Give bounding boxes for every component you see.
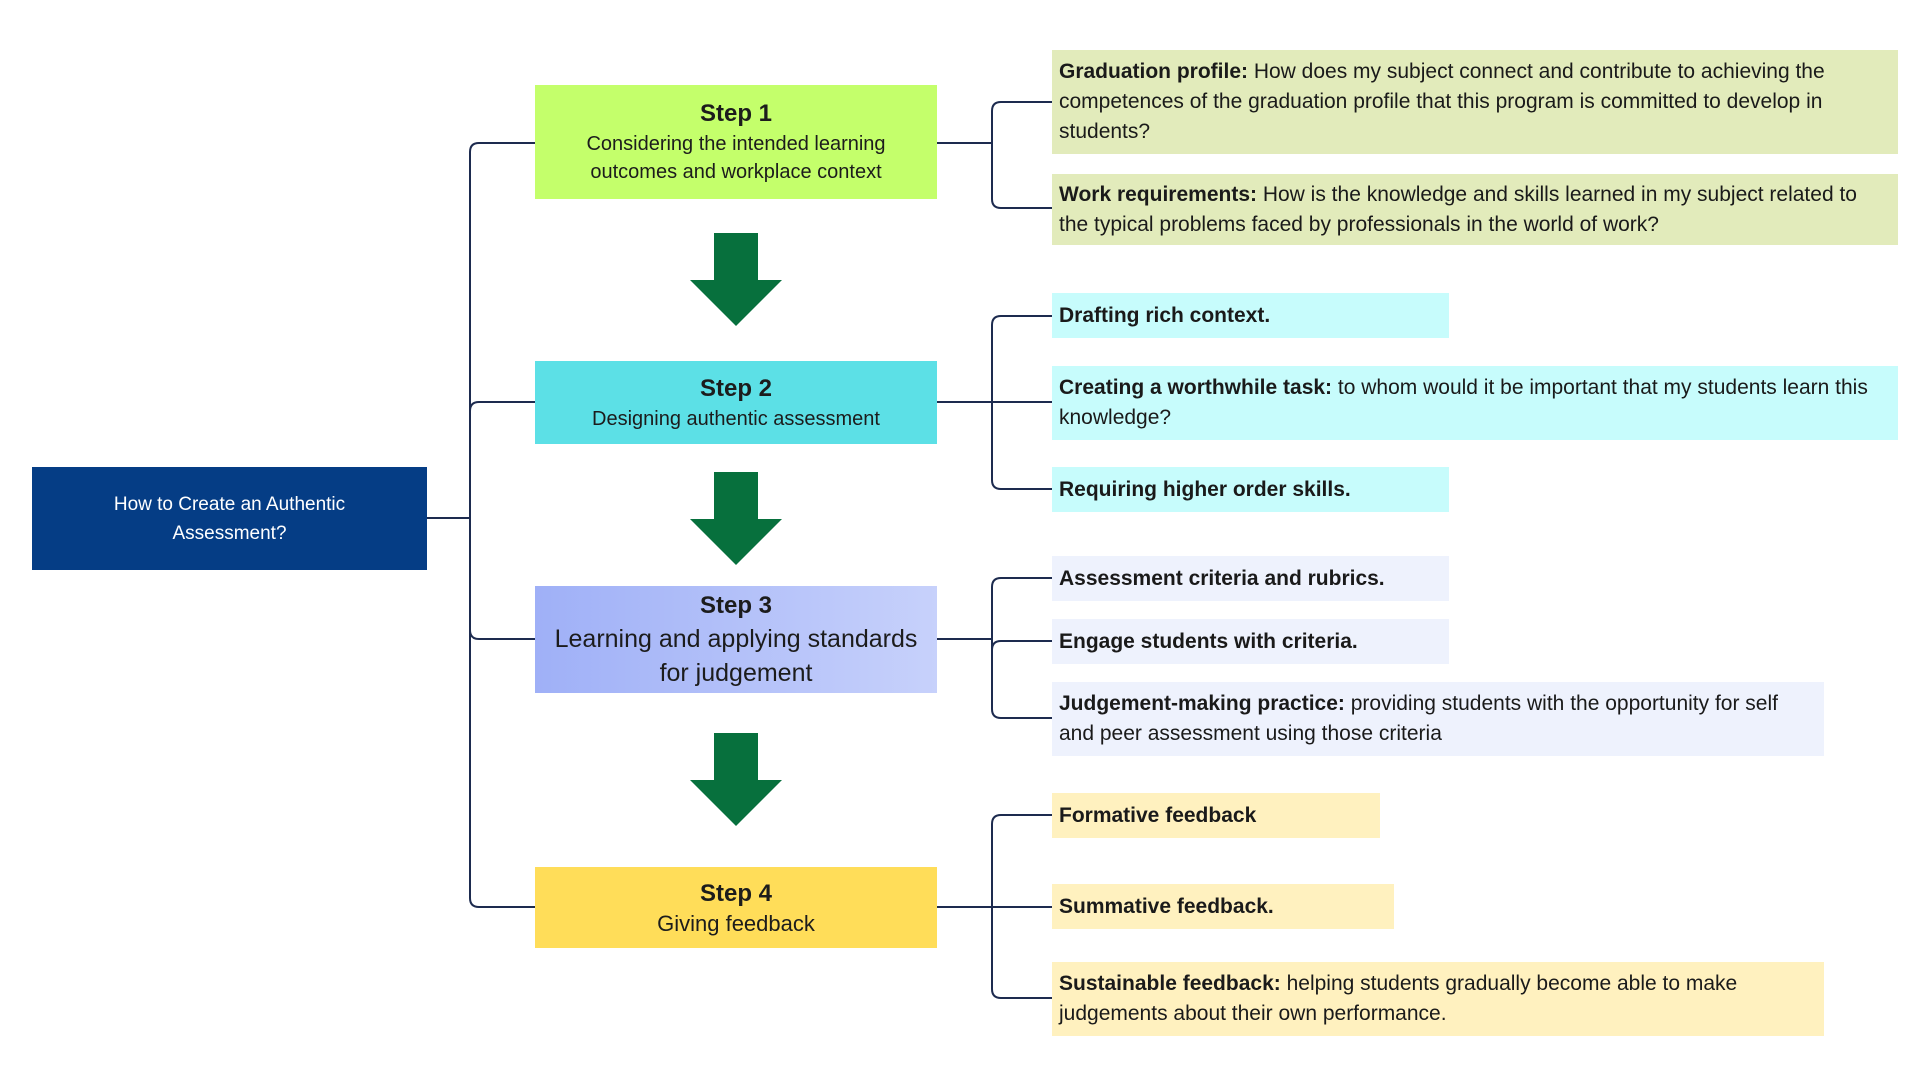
down-arrow-icon [690, 472, 782, 565]
step-1-item-graduation-profile: Graduation profile: How does my subject … [1052, 50, 1898, 154]
step-1-item-work-requirements: Work requirements: How is the knowledge … [1052, 174, 1898, 245]
leaf-label: Work requirements: [1059, 182, 1257, 206]
connector-root-to-step2 [469, 401, 535, 518]
step-2-item-higher-order-skills: Requiring higher order skills. [1052, 467, 1449, 512]
step-4-item-summative-feedback: Summative feedback. [1052, 884, 1394, 929]
step-3-item-judgement-practice: Judgement-making practice: providing stu… [1052, 682, 1824, 756]
step-2-description: Designing authentic assessment [592, 407, 880, 430]
step-3-description: Learning and applying standards for judg… [554, 624, 918, 687]
connector-step1-item2 [991, 143, 1052, 209]
step-4-title: Step 4 [699, 879, 773, 907]
leaf-text: helping students gradually become able t… [1059, 972, 1738, 1025]
step-1-box: Step 1 Considering the intended learning… [535, 85, 937, 199]
down-arrow-icon [690, 733, 782, 826]
step-4-description: Giving feedback [657, 910, 815, 936]
connector-step3-item1 [991, 577, 1052, 639]
connector-root-to-step4 [469, 518, 535, 908]
step-3-item-engage-students: Engage students with criteria. [1052, 619, 1449, 664]
leaf-label: Engage students with criteria. [1059, 629, 1358, 653]
connector-step1-item1 [991, 101, 1052, 143]
step-3-box: Step 3 Learning and applying standards f… [535, 586, 937, 693]
step-4-item-formative-feedback: Formative feedback [1052, 793, 1380, 838]
leaf-text: How does my subject connect and contribu… [1059, 60, 1825, 143]
leaf-label: Drafting rich context. [1059, 303, 1271, 327]
connector-root-to-step1 [469, 142, 535, 518]
root-title: How to Create an Authentic Assessment? [113, 493, 346, 544]
step-2-item-worthwhile-task: Creating a worthwhile task: to whom woul… [1052, 366, 1898, 440]
step-2-title: Step 2 [699, 374, 773, 402]
leaf-label: Assessment criteria and rubrics. [1059, 566, 1385, 590]
leaf-label: Requiring higher order skills. [1059, 477, 1351, 501]
connector-step2-item1 [991, 315, 1052, 402]
step-2-box: Step 2 Designing authentic assessment [535, 361, 937, 444]
step-3-item-criteria-rubrics: Assessment criteria and rubrics. [1052, 556, 1449, 601]
leaf-text: to whom would it be important that my st… [1059, 376, 1868, 429]
leaf-label: Formative feedback [1059, 803, 1257, 827]
down-arrow-icon [690, 233, 782, 326]
step-1-description: Considering the intended learning outcom… [586, 133, 886, 183]
leaf-label: Graduation profile: [1059, 60, 1248, 83]
leaf-label: Summative feedback. [1059, 894, 1274, 918]
step-4-box: Step 4 Giving feedback [535, 867, 937, 948]
connector-step3-item2 [991, 639, 1052, 651]
connector-step2-item3 [991, 402, 1052, 490]
connector-step3-item3 [991, 639, 1052, 719]
leaf-text: providing students with the opportunity … [1059, 692, 1778, 745]
connector-step4-item1 [991, 814, 1052, 907]
leaf-label: Judgement-making practice: [1059, 692, 1345, 715]
leaf-label: Creating a worthwhile task: [1059, 376, 1333, 399]
leaf-text: How is the knowledge and skills learned … [1059, 182, 1857, 236]
step-3-title: Step 3 [699, 591, 773, 619]
step-4-item-sustainable-feedback: Sustainable feedback: helping students g… [1052, 962, 1824, 1036]
leaf-label: Sustainable feedback: [1059, 972, 1281, 995]
root-node: How to Create an Authentic Assessment? [32, 467, 427, 570]
step-1-title: Step 1 [699, 100, 773, 127]
connector-root-to-step3 [469, 518, 535, 640]
step-2-item-rich-context: Drafting rich context. [1052, 293, 1449, 338]
connector-step4-item3 [991, 907, 1052, 999]
